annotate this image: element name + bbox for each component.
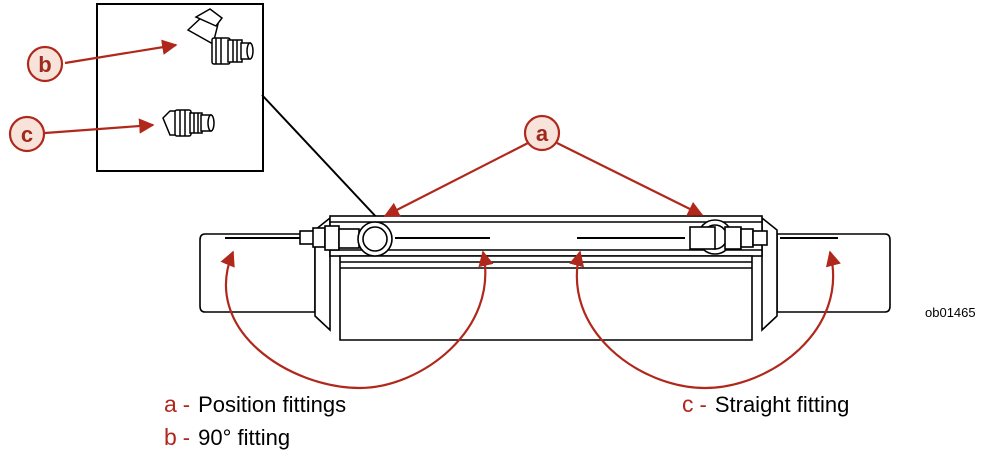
inset-leader-line [261, 94, 381, 222]
legend-key: c [682, 391, 694, 417]
svg-text:c: c [21, 122, 33, 147]
svg-text:b: b [38, 52, 51, 77]
callout-arrows [44, 39, 704, 217]
straight-fitting-illustration [162, 109, 215, 137]
svg-text:a: a [536, 121, 549, 146]
legend-key: b [164, 424, 177, 450]
ninety-degree-fitting-illustration [186, 8, 254, 65]
callout-b: b [26, 45, 64, 83]
legend-item-b: b-90° fitting [164, 424, 291, 450]
callout-c: c [8, 115, 46, 153]
legend-text: 90° fitting [198, 425, 291, 450]
rotation-arrows [220, 250, 841, 390]
legend-item-c: c-Straight fitting [682, 391, 850, 417]
legend-key: a [164, 391, 177, 417]
legend-text: Straight fitting [714, 392, 850, 417]
shaft-assembly [199, 215, 891, 341]
legend-item-a: a-Position fittings [164, 391, 347, 417]
figure-code: ob01465 [925, 305, 976, 320]
fitting-detail-inset [96, 3, 264, 172]
legend-text: Position fittings [198, 392, 347, 417]
callout-a: a [523, 114, 561, 152]
